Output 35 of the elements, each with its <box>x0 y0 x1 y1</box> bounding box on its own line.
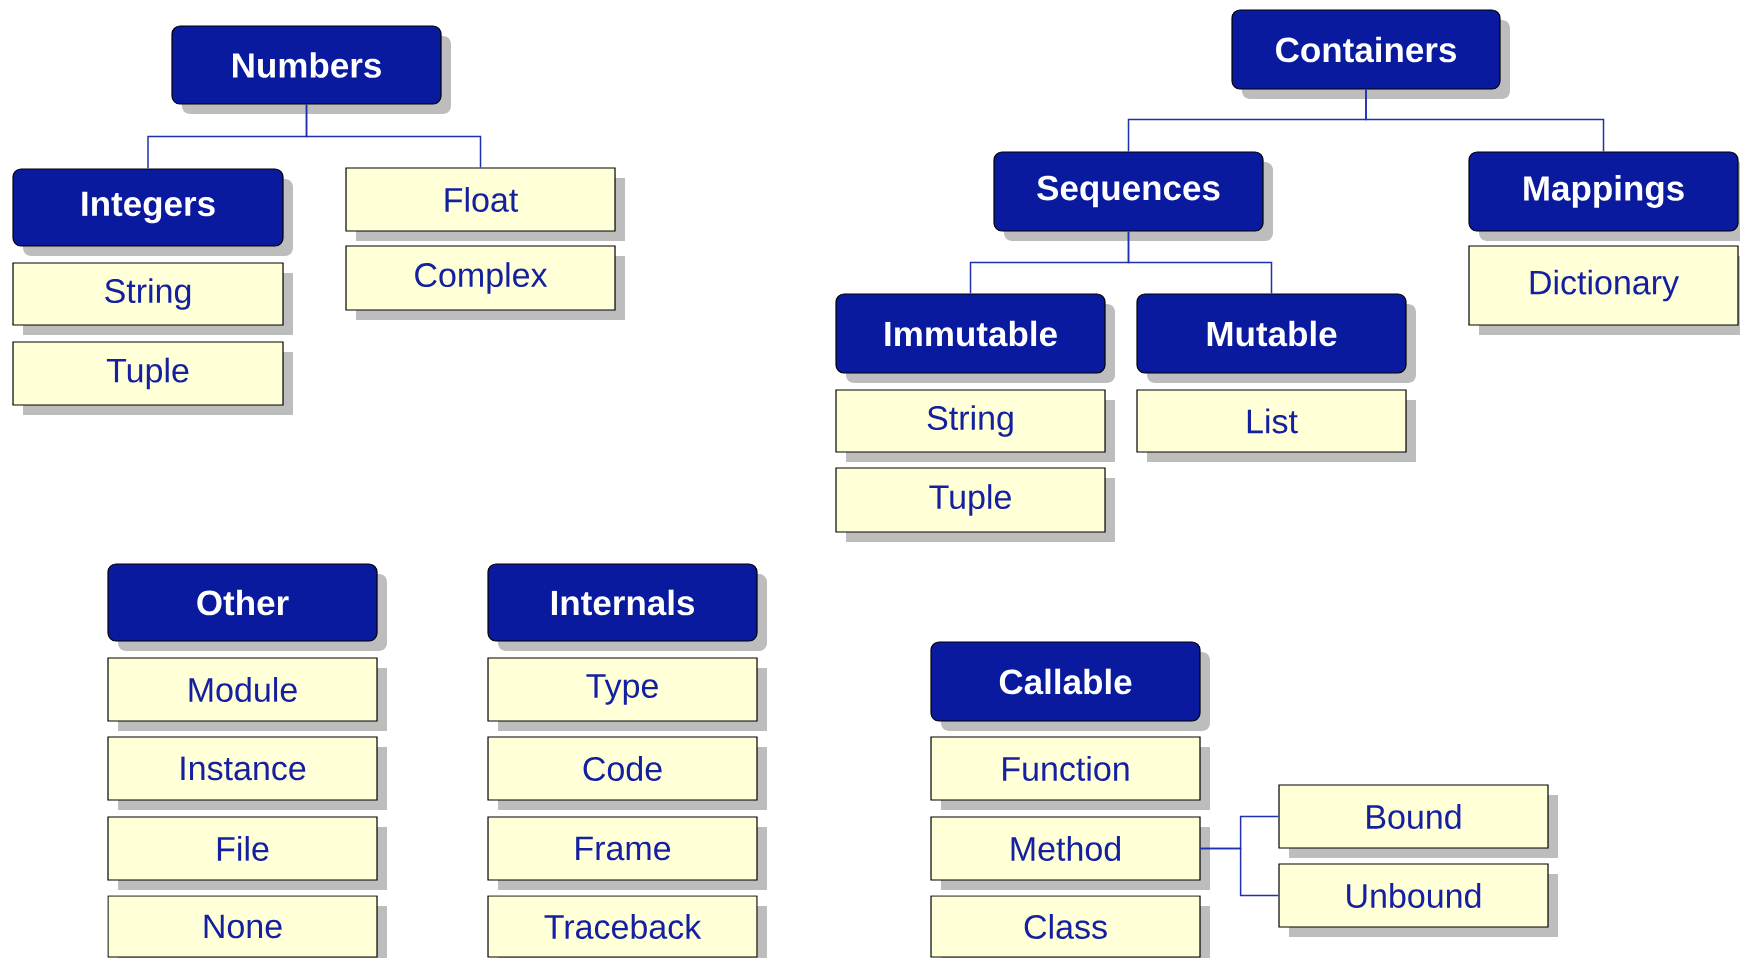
type-box: Tuple <box>12 341 293 415</box>
type-box: Instance <box>107 736 387 810</box>
type-box: Function <box>930 736 1210 810</box>
category-box: Sequences <box>993 151 1273 241</box>
category-box: Containers <box>1231 9 1510 99</box>
category-box: Numbers <box>171 25 451 114</box>
category-box: Other <box>107 563 387 651</box>
type-box: Traceback <box>487 895 767 958</box>
type-box: Complex <box>345 245 625 320</box>
category-box: Callable <box>930 641 1210 731</box>
type-box: List <box>1136 389 1416 462</box>
type-box: Tuple <box>835 467 1115 542</box>
type-box: Class <box>930 895 1210 958</box>
category-box: Internals <box>487 563 767 651</box>
type-box: Type <box>487 657 767 731</box>
type-box: String <box>12 262 293 335</box>
category-box: Mutable <box>1136 293 1416 383</box>
type-box: Bound <box>1278 784 1558 858</box>
type-box: Dictionary <box>1468 245 1740 335</box>
connector-line <box>1199 847 1280 897</box>
type-box: Code <box>487 736 767 810</box>
category-box: Integers <box>12 168 293 256</box>
category-box: Immutable <box>835 293 1115 383</box>
type-box: Method <box>930 816 1210 890</box>
type-box: String <box>835 389 1115 462</box>
type-box: Unbound <box>1278 863 1558 937</box>
connector-line <box>1365 88 1605 153</box>
type-box: File <box>107 816 387 890</box>
type-box: Module <box>107 657 387 731</box>
type-box: None <box>107 895 387 958</box>
type-box: Frame <box>487 816 767 890</box>
category-box: Mappings <box>1468 151 1740 241</box>
connector-line <box>1127 230 1273 295</box>
type-box: Float <box>345 167 625 241</box>
connector-line <box>305 103 482 169</box>
